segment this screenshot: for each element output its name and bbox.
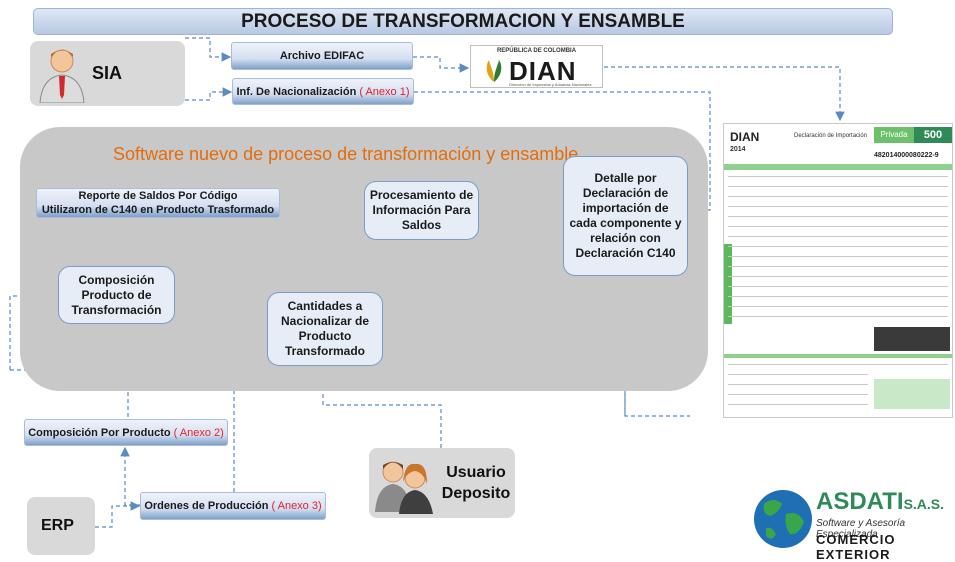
composicion-por-producto-label: Composición Por Producto [28,426,171,439]
doc-form-number: 500 [914,127,952,143]
composicion-por-producto-box: Composición Por Producto ( Anexo 2) [24,419,228,446]
doc-green-bar [724,164,952,170]
doc-green-stripe [724,354,952,358]
doc-title: Declaración de Importación [794,133,868,139]
globe-icon [754,490,812,548]
asdati-tagline: Software y Asesoría Especializada [816,518,906,540]
archivo-edifac-box: Archivo EDIFAC [231,42,413,70]
doc-number: 482014000080222-9 [874,152,939,159]
arrow-erp-ordenes [95,501,141,528]
ordenes-box: Ordenes de Producción ( Anexo 3) [140,492,326,520]
procesamiento-box: Procesamiento de Información Para Saldos [364,181,479,240]
sia-label: SIA [92,63,123,83]
erp-actor: ERP [27,497,95,555]
doc-green-side [724,244,732,324]
dian-republic-text: REPÚBLICA DE COLOMBIA [496,48,577,54]
composicion-producto-label: Composición Producto de Transformación [71,272,162,317]
users-icon [375,461,433,514]
archivo-edifac-label: Archivo EDIFAC [279,50,365,62]
asdati-suffix: S.A.S. [903,496,945,512]
ordenes-label: Ordenes de Producción [144,500,269,512]
usuario-deposito-label: Usuario Deposito [441,464,511,502]
detalle-label: Detalle por Declaración de importación d… [569,171,682,260]
arrow-usuario-cant [318,366,442,448]
anexo-1-label: ( Anexo 1) [359,85,410,98]
diagram-title: PROCESO DE TRANSFORMACION Y ENSAMBLE [33,8,893,35]
person-icon [39,49,85,103]
asdati-logo: ASDATIS.A.S. Software y Asesoría Especia… [752,484,952,562]
dian-logo: REPÚBLICA DE COLOMBIA DIAN Dirección de … [470,45,603,88]
arrow-comp-line [10,369,129,418]
detalle-box: Detalle por Declaración de importación d… [563,156,688,276]
sia-actor: SIA [30,41,185,106]
asdati-sub: COMERCIO EXTERIOR [816,532,896,562]
reporte-line-1: Reporte de Saldos Por Código [78,190,238,202]
cantidades-label: Cantidades a Nacionalizar de Producto Tr… [280,299,370,358]
inf-nacionalizacion-label: Inf. De Nacionalización [236,85,357,98]
inf-nacionalizacion-box: Inf. De Nacionalización ( Anexo 1) [232,78,414,105]
procesamiento-label: Procesamiento de Información Para Saldos [369,188,474,232]
erp-label: ERP [41,517,74,534]
arrow-sia-inf [185,87,233,101]
composicion-producto-box: Composición Producto de Transformación [58,266,175,324]
declaration-document: DIAN Declaración de Importación Privada … [723,123,953,418]
asdati-name: ASDATIS.A.S. [816,488,945,515]
doc-green-bottom [874,379,950,409]
anexo-2-label: ( Anexo 2) [173,426,224,439]
arrow-dian-doc [604,66,845,122]
reporte-line-2: Utilizaron de C140 en Producto Trasforma… [41,204,275,216]
arrow-inf-doc [414,91,711,215]
cantidades-box: Cantidades a Nacionalizar de Producto Tr… [267,292,383,366]
arrow-sia-edifac [185,37,232,62]
doc-dark-block [874,327,950,351]
arrow-edifac-dian [413,56,470,73]
doc-year: 2014 [730,146,746,153]
software-panel-title: Software nuevo de proceso de transformac… [113,144,579,164]
dian-subtitle: Dirección de Impuestos y Aduanas Naciona… [509,82,592,87]
dian-emblem-icon [486,60,502,82]
doc-brand: DIAN [730,130,760,144]
anexo-3-label: ( Anexo 3) [271,500,322,512]
arrow-ordenes-comp [120,446,140,506]
dian-name: DIAN [509,56,577,86]
doc-privada-label: Privada [874,127,914,143]
reporte-saldos-box: Reporte de Saldos Por Código Utilizaron … [36,188,280,218]
usuario-deposito-actor: Usuario Deposito [369,448,515,518]
